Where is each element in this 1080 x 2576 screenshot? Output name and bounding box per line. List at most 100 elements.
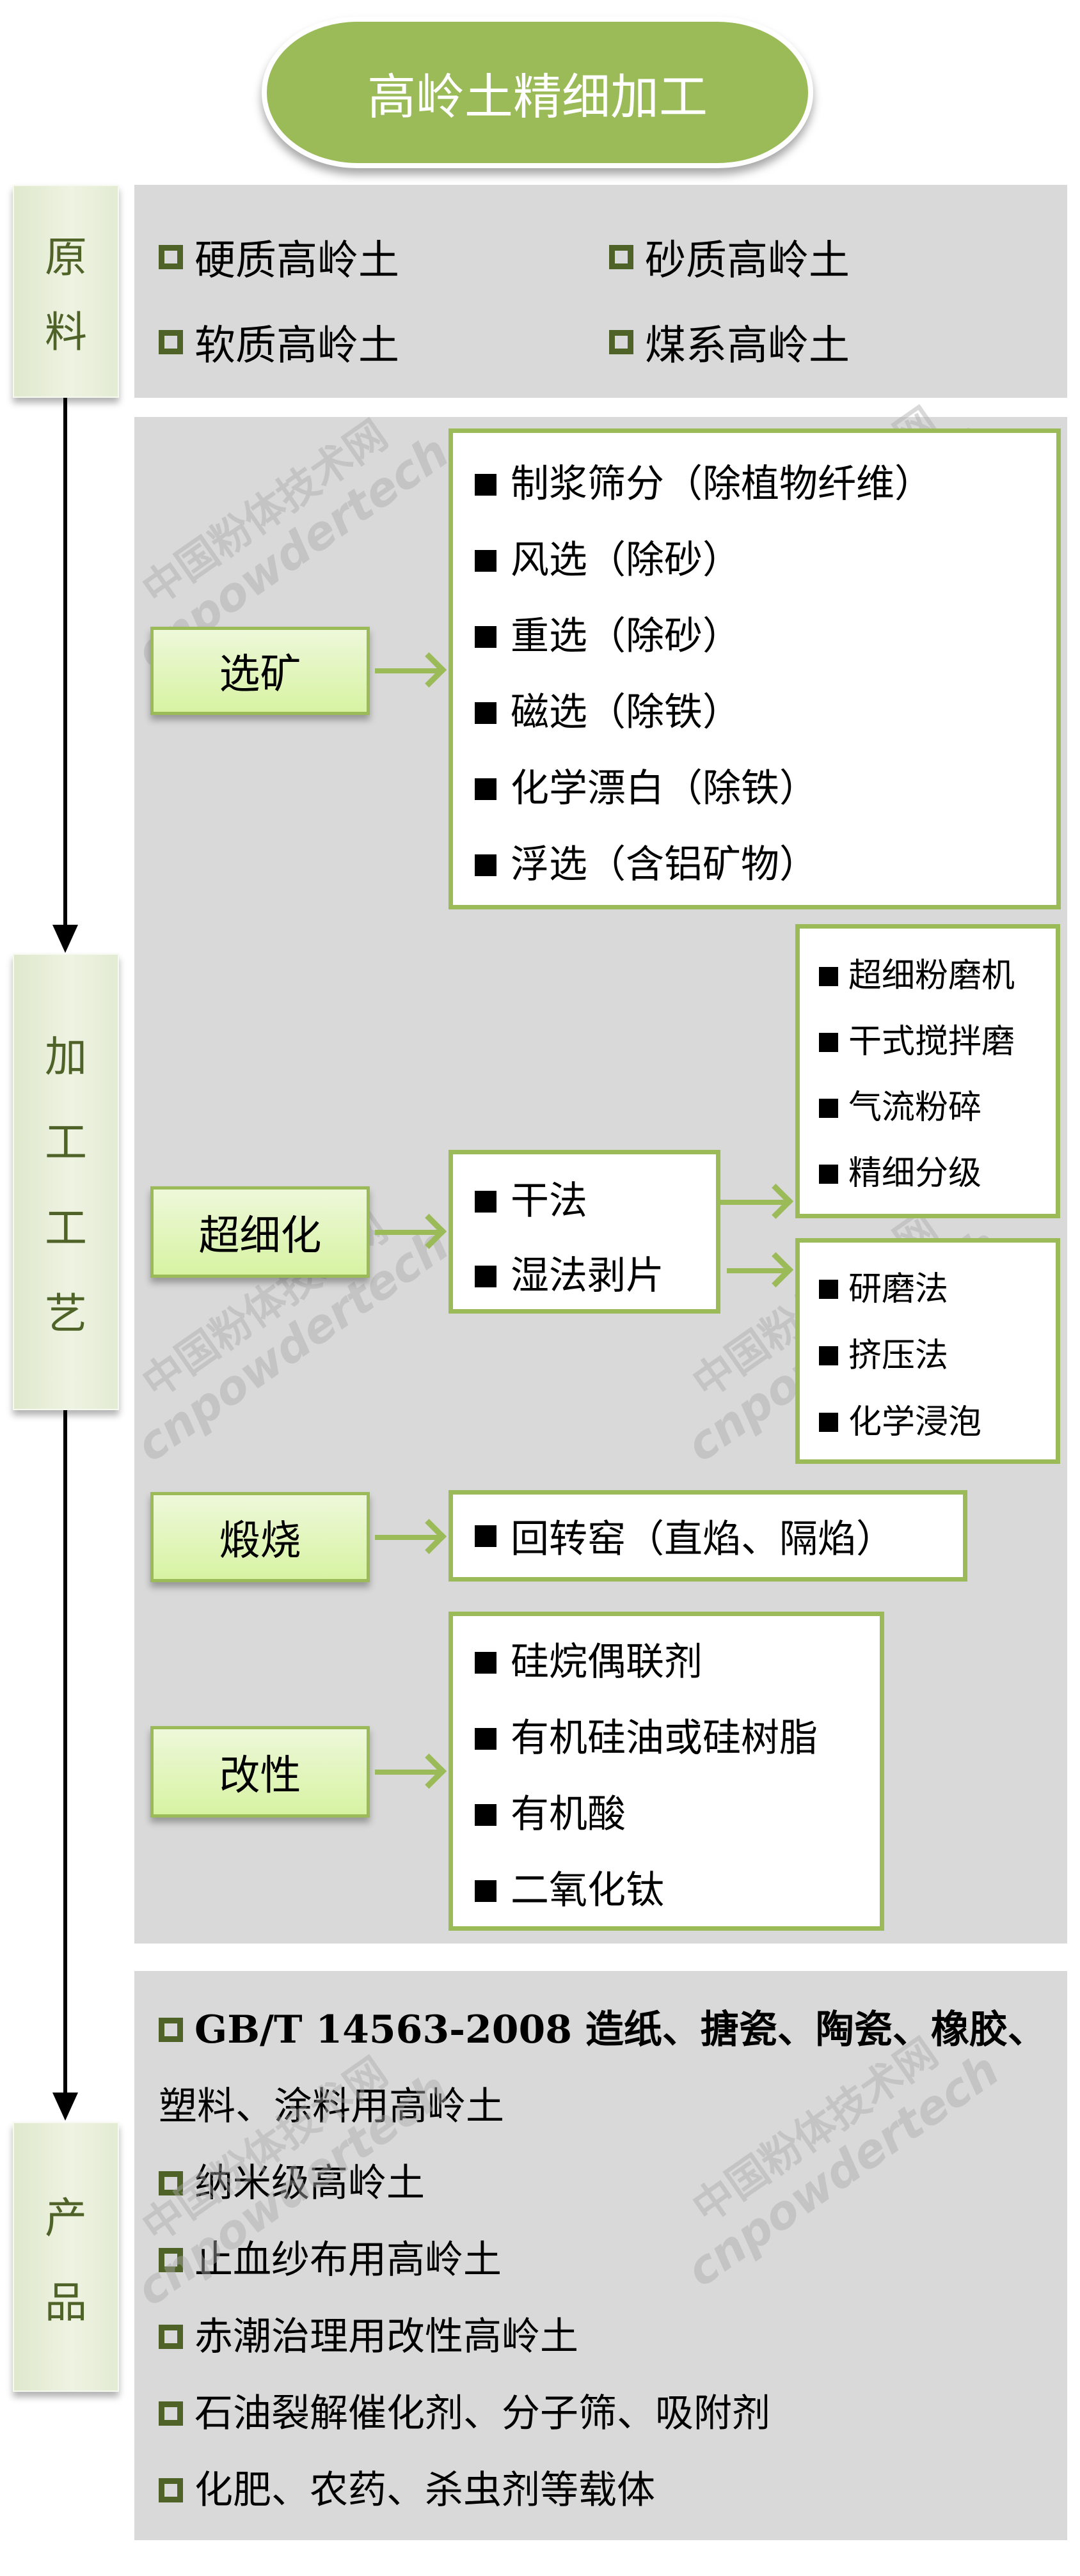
arrow-right-icon bbox=[727, 1268, 787, 1273]
beneficiation-list: 制浆筛分（除植物纤维） 风选（除砂） 重选（除砂） 磁选（除铁） 化学漂白（除铁… bbox=[449, 428, 1061, 909]
list-item: 超细粉磨机 bbox=[819, 943, 1056, 1009]
arrow-right-icon bbox=[720, 1200, 787, 1205]
stage-label: 改性 bbox=[219, 1752, 301, 1800]
list-item: 磁选（除铁） bbox=[475, 675, 1056, 751]
checkbox-icon bbox=[159, 244, 183, 269]
checkbox-icon bbox=[159, 2478, 183, 2502]
list-item: 干法 bbox=[475, 1164, 716, 1239]
label-char: 艺 bbox=[45, 1289, 87, 1339]
bullet-icon bbox=[475, 1525, 496, 1547]
arrow-right-icon bbox=[375, 1535, 440, 1540]
raw-item-label: 软质高岭土 bbox=[195, 322, 399, 370]
list-item: 风选（除砂） bbox=[475, 522, 1056, 599]
checkbox-icon bbox=[159, 2401, 183, 2426]
item-label: 有机硅油或硅树脂 bbox=[511, 1716, 818, 1761]
label-char: 工 bbox=[45, 1204, 87, 1253]
item-label: 干式搅拌磨 bbox=[848, 1023, 1015, 1061]
list-item: 有机硅油或硅树脂 bbox=[475, 1700, 880, 1777]
item-label: 重选（除砂） bbox=[511, 614, 741, 659]
item-label: 化肥、农药、杀虫剂等载体 bbox=[195, 2468, 655, 2513]
bullet-icon bbox=[475, 549, 496, 572]
list-item: 气流粉碎 bbox=[819, 1075, 1056, 1141]
list-item: 重选（除砂） bbox=[475, 599, 1056, 675]
section-label-raw: 原 料 bbox=[13, 185, 119, 398]
stage-modification: 改性 bbox=[150, 1726, 370, 1818]
stage-ultrafine: 超细化 bbox=[150, 1186, 370, 1278]
list-item: 化学漂白（除铁） bbox=[475, 751, 1056, 827]
arrow-right-icon bbox=[375, 1770, 440, 1775]
product-item: 石油裂解催化剂、分子筛、吸附剂 bbox=[159, 2375, 1067, 2452]
list-item: 回转窑（直焰、隔焰） bbox=[475, 1508, 894, 1564]
item-label: 超细粉磨机 bbox=[848, 957, 1015, 995]
arrow-right-icon bbox=[375, 668, 440, 673]
label-char: 原 bbox=[45, 233, 87, 283]
item-label: 精细分级 bbox=[848, 1154, 982, 1193]
item-label: 化学浸泡 bbox=[848, 1403, 982, 1441]
item-label: 塑料、涂料用高岭土 bbox=[159, 2084, 504, 2129]
calcination-list: 回转窑（直焰、隔焰） bbox=[449, 1490, 967, 1582]
raw-item: 砂质高岭土 bbox=[609, 214, 850, 299]
checkbox-icon bbox=[159, 2171, 183, 2195]
item-label: 赤潮治理用改性高岭土 bbox=[195, 2314, 578, 2359]
list-item: 湿法剥片 bbox=[475, 1239, 716, 1314]
diagram-title: 高岭土精细加工 bbox=[262, 17, 813, 168]
title-text: 高岭土精细加工 bbox=[367, 68, 708, 125]
item-label: 化学漂白（除铁） bbox=[511, 766, 818, 811]
item-label: GB/T 14563-2008 造纸、搪瓷、陶瓷、橡胶、 bbox=[195, 2007, 1046, 2052]
product-item: 纳米级高岭土 bbox=[159, 2145, 1067, 2222]
raw-item-label: 煤系高岭土 bbox=[645, 322, 850, 370]
raw-item-label: 硬质高岭土 bbox=[195, 237, 399, 285]
raw-item: 软质高岭土 bbox=[159, 299, 399, 384]
product-item: GB/T 14563-2008 造纸、搪瓷、陶瓷、橡胶、 bbox=[159, 1991, 1067, 2068]
item-label: 气流粉碎 bbox=[848, 1088, 982, 1127]
wet-method-list: 研磨法 挤压法 化学浸泡 bbox=[795, 1238, 1060, 1464]
products-panel: GB/T 14563-2008 造纸、搪瓷、陶瓷、橡胶、 塑料、涂料用高岭土 纳… bbox=[134, 1971, 1067, 2540]
label-char: 加 bbox=[45, 1032, 87, 1081]
raw-item-label: 砂质高岭土 bbox=[645, 237, 850, 285]
flow-line bbox=[63, 398, 67, 929]
label-char: 品 bbox=[45, 2278, 87, 2328]
stage-label: 选矿 bbox=[219, 651, 301, 698]
list-item: 浮选（含铝矿物） bbox=[475, 827, 1056, 903]
bullet-icon bbox=[475, 1190, 496, 1213]
item-label: 止血纱布用高岭土 bbox=[195, 2238, 502, 2282]
product-item: 化肥、农药、杀虫剂等载体 bbox=[159, 2452, 1067, 2529]
item-label: 二氧化钛 bbox=[511, 1868, 664, 1913]
stage-calcination: 煅烧 bbox=[150, 1492, 370, 1582]
stage-beneficiation: 选矿 bbox=[150, 627, 370, 715]
item-label: 磁选（除铁） bbox=[511, 690, 741, 735]
stage-label: 超细化 bbox=[198, 1212, 322, 1260]
stage-label: 煅烧 bbox=[219, 1517, 301, 1565]
raw-item: 硬质高岭土 bbox=[159, 214, 399, 299]
bullet-icon bbox=[475, 1265, 496, 1287]
item-label: 制浆筛分（除植物纤维） bbox=[511, 462, 933, 507]
list-item: 精细分级 bbox=[819, 1141, 1056, 1207]
list-item: 化学浸泡 bbox=[819, 1389, 1056, 1456]
section-label-product: 产 品 bbox=[13, 2122, 119, 2392]
flow-line bbox=[63, 1410, 67, 2094]
item-label: 回转窑（直焰、隔焰） bbox=[511, 1517, 894, 1562]
item-label: 研磨法 bbox=[848, 1270, 949, 1308]
raw-materials-panel: 硬质高岭土 砂质高岭土 软质高岭土 煤系高岭土 bbox=[134, 185, 1067, 398]
arrow-right-icon bbox=[375, 1230, 440, 1235]
bullet-icon bbox=[819, 1098, 838, 1118]
item-label: 风选（除砂） bbox=[511, 538, 741, 583]
list-item: 有机酸 bbox=[475, 1777, 880, 1853]
checkbox-icon bbox=[159, 329, 183, 354]
item-label: 干法 bbox=[511, 1179, 587, 1223]
item-label: 石油裂解催化剂、分子筛、吸附剂 bbox=[195, 2391, 770, 2436]
bullet-icon bbox=[475, 702, 496, 724]
bullet-icon bbox=[475, 854, 496, 876]
item-label: 纳米级高岭土 bbox=[195, 2161, 425, 2206]
checkbox-icon bbox=[159, 2325, 183, 2349]
bullet-icon bbox=[475, 1727, 496, 1750]
list-item: 制浆筛分（除植物纤维） bbox=[475, 446, 1056, 522]
bullet-icon bbox=[475, 1880, 496, 1902]
checkbox-icon bbox=[159, 2018, 183, 2042]
item-label: 湿法剥片 bbox=[511, 1253, 664, 1298]
list-item: 研磨法 bbox=[819, 1256, 1056, 1323]
raw-item: 煤系高岭土 bbox=[609, 299, 850, 384]
product-item-continuation: 塑料、涂料用高岭土 bbox=[159, 2068, 1067, 2145]
bullet-icon bbox=[475, 778, 496, 800]
checkbox-icon bbox=[609, 244, 633, 269]
